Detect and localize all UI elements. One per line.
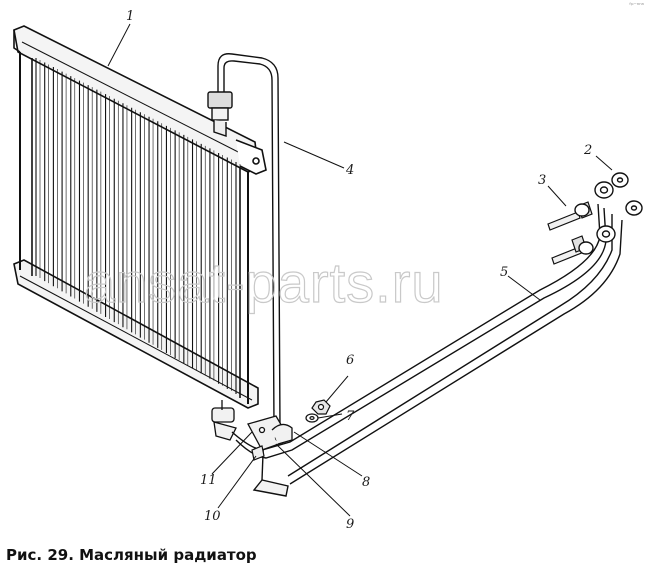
oil-pipe-vertical [207, 53, 281, 429]
clamp-plate [247, 415, 293, 451]
callout-1: 1 [126, 9, 134, 24]
bolt-10 [251, 445, 265, 461]
callout-5: 5 [500, 265, 508, 280]
radiator-tubes [35, 58, 241, 396]
pipe-end-fittings [594, 181, 616, 243]
washer-2 [574, 172, 643, 255]
lower-fitting [211, 400, 237, 441]
callout-9: 9 [346, 517, 354, 532]
callout-3: 3 [538, 173, 546, 188]
watermark-text: ansat-parts.ru [84, 251, 444, 314]
callout-11: 11 [200, 473, 217, 488]
figure-caption: Рис. 29. Масляный радиатор [6, 546, 257, 564]
callout-6: 6 [346, 353, 354, 368]
callout-7: 7 [346, 409, 355, 424]
callout-2: 2 [583, 143, 592, 158]
leader-lines [107, 23, 613, 517]
callout-4: 4 [345, 163, 354, 178]
callout-8: 8 [362, 475, 370, 490]
oil-pipe-long [231, 203, 623, 497]
callout-10: 10 [204, 509, 221, 524]
washer-7 [305, 413, 319, 423]
corner-mark: ᶠᵖ⁻ⁿⁿⁿ [629, 2, 644, 9]
nut-6 [311, 399, 331, 415]
